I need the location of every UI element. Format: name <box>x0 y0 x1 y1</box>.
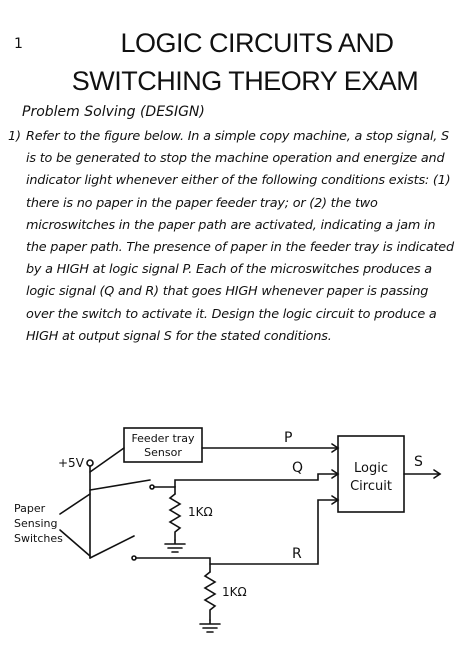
switches-pointer-1 <box>59 493 91 515</box>
switches-label-line1: Paper <box>14 502 46 515</box>
feeder-tray-sensor-box <box>123 427 203 463</box>
resistor-2-label: 1KΩ <box>222 585 247 599</box>
switch-1-blade <box>89 479 151 491</box>
ground-2 <box>199 619 221 633</box>
switches-pointer-2 <box>59 529 91 557</box>
signal-q-label: Q <box>292 460 303 476</box>
sensor-label-line1: Feeder tray <box>131 432 195 445</box>
problem-text: Refer to the figure below. In a simple c… <box>26 129 454 344</box>
signal-r-wire <box>209 499 339 565</box>
ground-1 <box>164 539 186 553</box>
signal-s-arrow <box>433 469 442 479</box>
exam-title-line2: SWITCHING THEORY EXAM <box>71 66 419 96</box>
resistor-1 <box>168 493 182 541</box>
exam-title-line1: LOGIC CIRCUITS AND <box>120 28 394 58</box>
switch-1-wire <box>153 486 176 495</box>
signal-r-label: R <box>292 546 302 562</box>
resistor-1-label: 1KΩ <box>188 505 213 519</box>
sensor-feed-wire <box>89 447 125 473</box>
page-number: 1 <box>14 36 23 52</box>
logic-label-line1: Logic <box>354 461 388 476</box>
supply-label: +5V <box>58 456 85 470</box>
section-heading: Problem Solving (DESIGN) <box>22 104 205 120</box>
switches-label-line2: Sensing <box>14 517 57 530</box>
problem-1: 1) Refer to the figure below. In a simpl… <box>8 126 456 348</box>
problem-number: 1) <box>8 129 21 144</box>
switches-label-line3: Switches <box>14 532 63 545</box>
resistor-2 <box>203 571 217 621</box>
signal-p-label: P <box>284 430 292 446</box>
circuit-diagram: +5V Feeder tray Sensor P Q R S Logic Cir… <box>14 427 442 633</box>
supply-terminal <box>86 459 94 467</box>
signal-r-arrow <box>331 495 340 505</box>
signal-q-wire <box>174 473 339 488</box>
signal-q-arrow <box>331 469 340 479</box>
logic-label-line2: Circuit <box>350 479 392 494</box>
sensor-label-line2: Sensor <box>144 446 182 459</box>
switch-2-blade <box>89 535 135 559</box>
switch-2-wire <box>135 557 211 573</box>
signal-s-label: S <box>414 454 423 470</box>
